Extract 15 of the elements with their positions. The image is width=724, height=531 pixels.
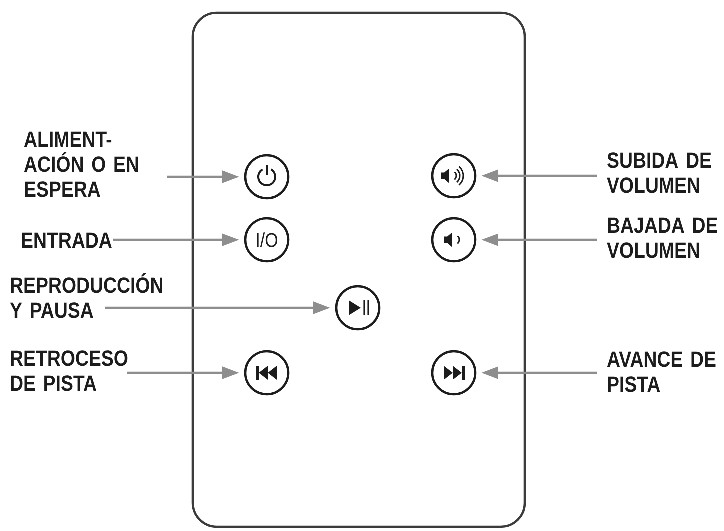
callout-label: BAJADA DE VOLUMEN — [607, 218, 718, 258]
round-button — [431, 153, 477, 199]
callout-label: REPRODUCCIÓN Y PAUSA — [10, 274, 162, 318]
round-button: I/O — [244, 217, 290, 263]
round-button — [244, 350, 290, 396]
callout-label: AVANCE DE PISTA — [607, 352, 716, 392]
remote-control-outline — [192, 12, 526, 528]
round-button — [335, 285, 381, 331]
round-button — [431, 350, 477, 396]
callout-label: ALIMENT- ACIÓN O EN ESPERA — [24, 132, 138, 198]
round-button — [244, 154, 290, 200]
callout-label: SUBIDA DE VOLUMEN — [607, 152, 712, 194]
round-button — [431, 217, 477, 263]
callout-label: ENTRADA — [22, 232, 112, 248]
callout-label: RETROCESO DE PISTA — [11, 350, 128, 392]
